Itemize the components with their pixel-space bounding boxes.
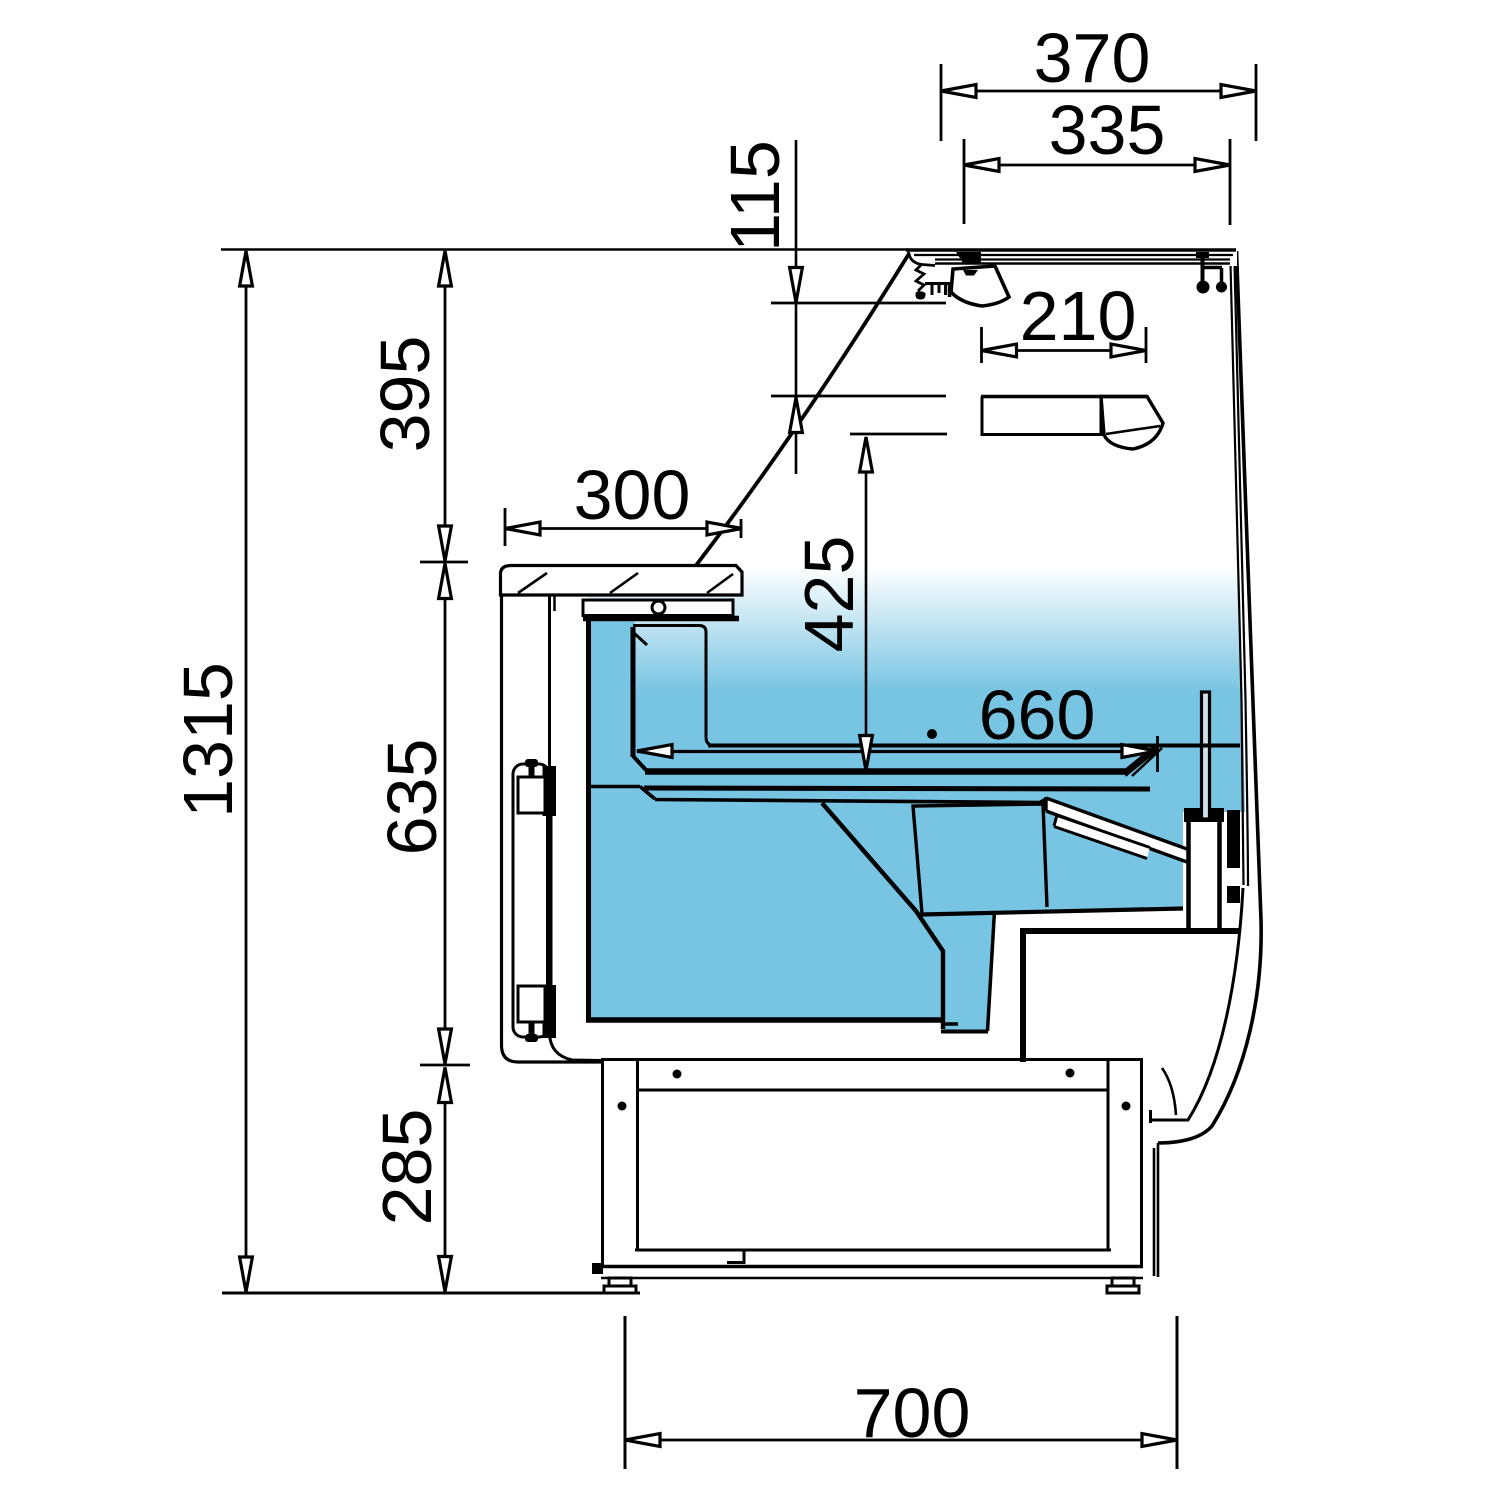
svg-text:660: 660	[979, 676, 1096, 754]
svg-text:285: 285	[368, 1109, 446, 1226]
svg-text:700: 700	[854, 1374, 971, 1452]
svg-text:1315: 1315	[169, 662, 247, 818]
svg-text:370: 370	[1034, 19, 1151, 97]
svg-text:115: 115	[716, 140, 794, 252]
svg-text:395: 395	[366, 336, 444, 453]
svg-text:425: 425	[790, 536, 868, 653]
svg-text:210: 210	[1020, 277, 1137, 355]
svg-text:335: 335	[1049, 91, 1166, 169]
svg-text:635: 635	[373, 739, 451, 856]
svg-text:300: 300	[574, 456, 691, 534]
